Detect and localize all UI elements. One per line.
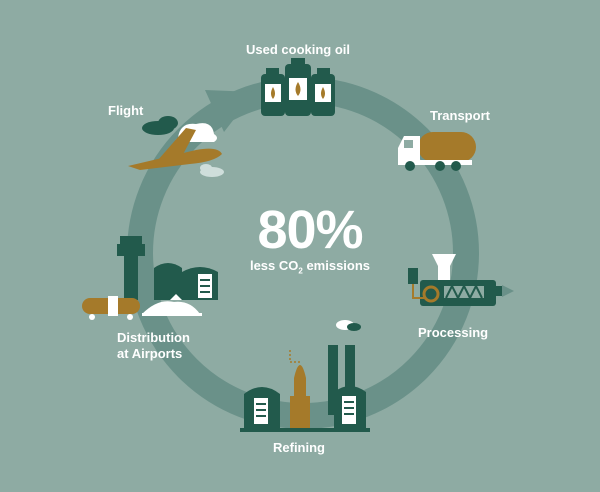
step-label-distribution-line1: Distribution [117,330,190,345]
caption-part-1: less CO [249,258,299,273]
step-label-distribution: Distribution at Airports [117,330,190,362]
refinery-icon [240,320,370,432]
emissions-percentage: 80% [257,200,363,260]
tanker-truck-icon [398,132,476,171]
step-label-refining: Refining [273,440,325,455]
caption-part-2: emissions [302,258,371,273]
processing-machine-icon [408,254,514,306]
caption-subscript: 2 [298,266,303,276]
step-label-flight: Flight [108,103,144,118]
oil-bottles-icon [261,58,335,116]
airport-storage-icon [82,236,218,320]
step-label-transport: Transport [430,108,490,123]
emissions-callout: 80% less CO2 emissions [235,200,385,276]
step-label-distribution-line2: at Airports [117,346,183,361]
emissions-caption: less CO2 emissions [235,258,385,276]
step-label-used-cooking-oil: Used cooking oil [246,42,351,57]
cycle-arrow-head [205,90,255,132]
step-label-processing: Processing [418,325,489,340]
airplane-icon [128,116,224,177]
